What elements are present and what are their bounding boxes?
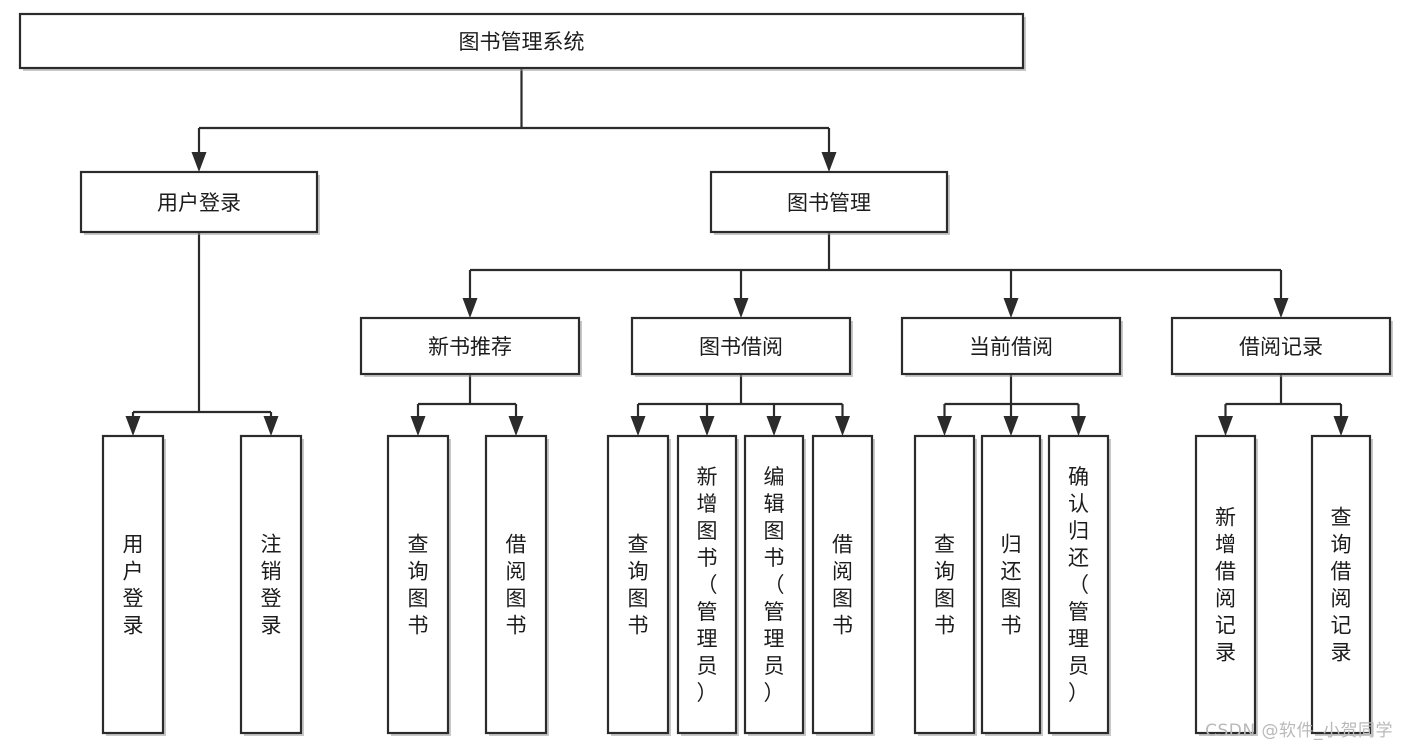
node-book-manage[interactable]: 图书管理: [709, 170, 950, 235]
arrow-head-icon: [508, 416, 524, 436]
node-box[interactable]: [386, 434, 450, 735]
arrow-head-icon: [191, 152, 207, 172]
node-new-book-rec[interactable]: 新书推荐: [359, 316, 582, 377]
node-label: 新书推荐: [428, 335, 512, 359]
node-box[interactable]: [900, 316, 1122, 376]
node-label: 图书管理: [787, 191, 871, 215]
node-box[interactable]: [359, 316, 581, 376]
node-leaf-borrow-book-2[interactable]: 借阅图书: [811, 434, 875, 736]
node-label: 借阅记录: [1239, 335, 1323, 359]
node-label: 新增图书（管理员）: [697, 465, 718, 705]
node-label: 查询图书: [934, 533, 955, 638]
node-label: 图书管理系统: [459, 30, 585, 54]
arrow-head-icon: [263, 416, 279, 436]
node-label: 当前借阅: [969, 335, 1053, 359]
node-box[interactable]: [1194, 434, 1257, 735]
arrow-head-icon: [1218, 416, 1233, 436]
arrow-head-icon: [410, 416, 426, 436]
node-label: 确认归还（管理员）: [1068, 465, 1089, 705]
arrow-head-icon: [699, 416, 715, 436]
node-box[interactable]: [484, 434, 548, 735]
edges-layer: [125, 68, 1349, 436]
node-box[interactable]: [239, 434, 303, 735]
node-box[interactable]: [913, 434, 976, 735]
arrow-head-icon: [1273, 298, 1289, 318]
node-book-borrow[interactable]: 图书借阅: [630, 316, 853, 377]
node-leaf-add-book[interactable]: 新增图书（管理员）: [676, 434, 739, 736]
node-leaf-edit-book[interactable]: 编辑图书（管理员）: [743, 434, 806, 736]
node-leaf-return-book[interactable]: 归还图书: [980, 434, 1043, 736]
arrow-head-icon: [1003, 416, 1019, 436]
node-box[interactable]: [709, 170, 949, 234]
node-current-borrow[interactable]: 当前借阅: [900, 316, 1123, 377]
node-leaf-query-record[interactable]: 查询借阅记录: [1310, 434, 1373, 736]
node-label: 用户登录: [123, 533, 144, 638]
node-label: 查询图书: [408, 533, 429, 638]
arrow-head-icon: [766, 416, 782, 436]
node-label: 借阅图书: [832, 533, 853, 638]
node-box[interactable]: [980, 434, 1042, 735]
node-label: 用户登录: [157, 191, 241, 215]
node-label: 查询图书: [628, 533, 649, 638]
arrow-head-icon: [1071, 416, 1086, 436]
node-label: 归还图书: [1001, 533, 1022, 638]
arrow-head-icon: [1003, 298, 1019, 318]
node-root[interactable]: 图书管理系统: [18, 12, 1026, 71]
node-box[interactable]: [630, 316, 852, 376]
arrow-head-icon: [821, 152, 837, 172]
node-label: 注销登录: [261, 533, 282, 638]
arrow-head-icon: [125, 416, 141, 436]
node-label: 编辑图书（管理员）: [764, 465, 785, 705]
watermark: CSDN @软件_小贺同学: [1205, 721, 1393, 741]
arrow-head-icon: [937, 416, 952, 436]
node-box[interactable]: [18, 12, 1025, 70]
node-leaf-borrow-book-1[interactable]: 借阅图书: [484, 434, 549, 736]
node-leaf-query-book-1[interactable]: 查询图书: [386, 434, 451, 736]
node-box[interactable]: [1310, 434, 1372, 735]
node-user-login[interactable]: 用户登录: [79, 170, 320, 235]
node-leaf-confirm-return[interactable]: 确认归还（管理员）: [1047, 434, 1111, 736]
node-leaf-logout[interactable]: 注销登录: [239, 434, 304, 736]
node-leaf-add-record[interactable]: 新增借阅记录: [1194, 434, 1258, 736]
node-leaf-query-book-3[interactable]: 查询图书: [913, 434, 977, 736]
arrow-head-icon: [835, 416, 850, 436]
node-label: 查询借阅记录: [1331, 506, 1352, 665]
node-leaf-user-login[interactable]: 用户登录: [101, 434, 166, 736]
node-borrow-record[interactable]: 借阅记录: [1170, 316, 1393, 377]
arrow-head-icon: [1333, 416, 1349, 436]
arrow-head-icon: [733, 298, 749, 318]
node-label: 借阅图书: [506, 533, 527, 638]
node-box[interactable]: [1047, 434, 1110, 735]
node-box[interactable]: [101, 434, 165, 735]
node-box[interactable]: [1170, 316, 1392, 376]
node-box[interactable]: [79, 170, 319, 234]
node-label: 图书借阅: [699, 335, 783, 359]
arrow-head-icon: [462, 298, 478, 318]
node-box[interactable]: [743, 434, 805, 735]
node-box[interactable]: [811, 434, 874, 735]
node-label: 新增借阅记录: [1215, 506, 1236, 665]
node-leaf-query-book-2[interactable]: 查询图书: [606, 434, 671, 736]
node-box[interactable]: [676, 434, 738, 735]
node-box[interactable]: [606, 434, 670, 735]
nodes-layer: 图书管理系统用户登录图书管理新书推荐图书借阅当前借阅借阅记录用户登录注销登录查询…: [18, 12, 1393, 736]
arrow-head-icon: [630, 416, 646, 436]
